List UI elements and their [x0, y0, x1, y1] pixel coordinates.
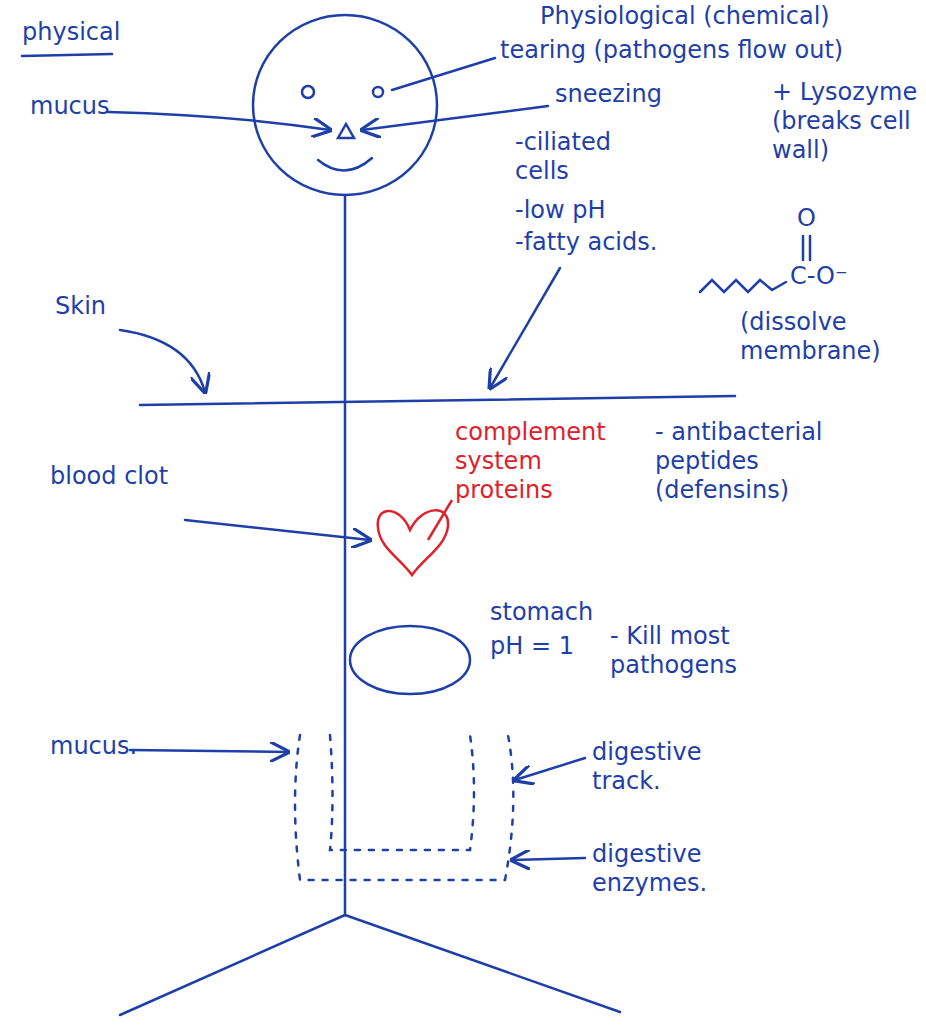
leader-line — [512, 858, 585, 860]
part-name: Skin — [55, 292, 106, 321]
arms — [140, 396, 735, 405]
note: -ciliated cells — [515, 128, 665, 186]
leg — [120, 915, 345, 1015]
heart — [378, 510, 448, 575]
part-name: blood clot — [50, 462, 180, 491]
eye — [302, 86, 314, 98]
mouth — [318, 158, 372, 171]
part-name: mucus. — [50, 732, 137, 761]
double-bond — [809, 236, 812, 260]
note: pH = 1 — [490, 632, 574, 661]
note: + Lysozyme (breaks cell wall) — [772, 78, 920, 164]
eye — [373, 87, 383, 97]
leader-line — [185, 520, 370, 540]
fatty-acid-chain — [700, 280, 786, 292]
leader-line — [515, 758, 585, 780]
leader-line — [392, 58, 495, 90]
heading: physical — [22, 18, 120, 47]
leader-line — [130, 750, 288, 752]
body — [344, 195, 347, 915]
underline — [22, 54, 112, 56]
double-bond — [802, 236, 805, 260]
heading: Physiological (chemical) — [540, 2, 830, 31]
note: - Kill most pathogens — [610, 622, 760, 680]
note: tearing (pathogens flow out) — [500, 36, 843, 65]
digestive-tract — [295, 735, 513, 880]
head — [253, 15, 437, 195]
leader-line — [362, 106, 548, 130]
leg — [345, 915, 620, 1012]
note: (dissolve membrane) — [740, 308, 915, 366]
note: -fatty acids. — [515, 228, 657, 257]
note: -low pH — [515, 196, 606, 225]
note: - antibacterial peptides (defensins) — [655, 418, 860, 504]
part-name: digestive enzymes. — [592, 840, 772, 898]
part-name: digestive track. — [592, 738, 762, 796]
chem-group: C-O⁻ — [790, 262, 848, 291]
part-name: mucus — [30, 92, 110, 121]
nose — [338, 124, 354, 138]
chem-atom: O — [797, 204, 816, 233]
leader-line — [428, 500, 452, 540]
stomach — [350, 626, 470, 694]
note: sneezing — [555, 80, 662, 109]
leader-line — [108, 112, 330, 130]
leader-line — [120, 330, 205, 392]
leader-line — [490, 268, 560, 388]
part-name: stomach — [490, 598, 593, 627]
note: complement system proteins — [455, 418, 600, 504]
